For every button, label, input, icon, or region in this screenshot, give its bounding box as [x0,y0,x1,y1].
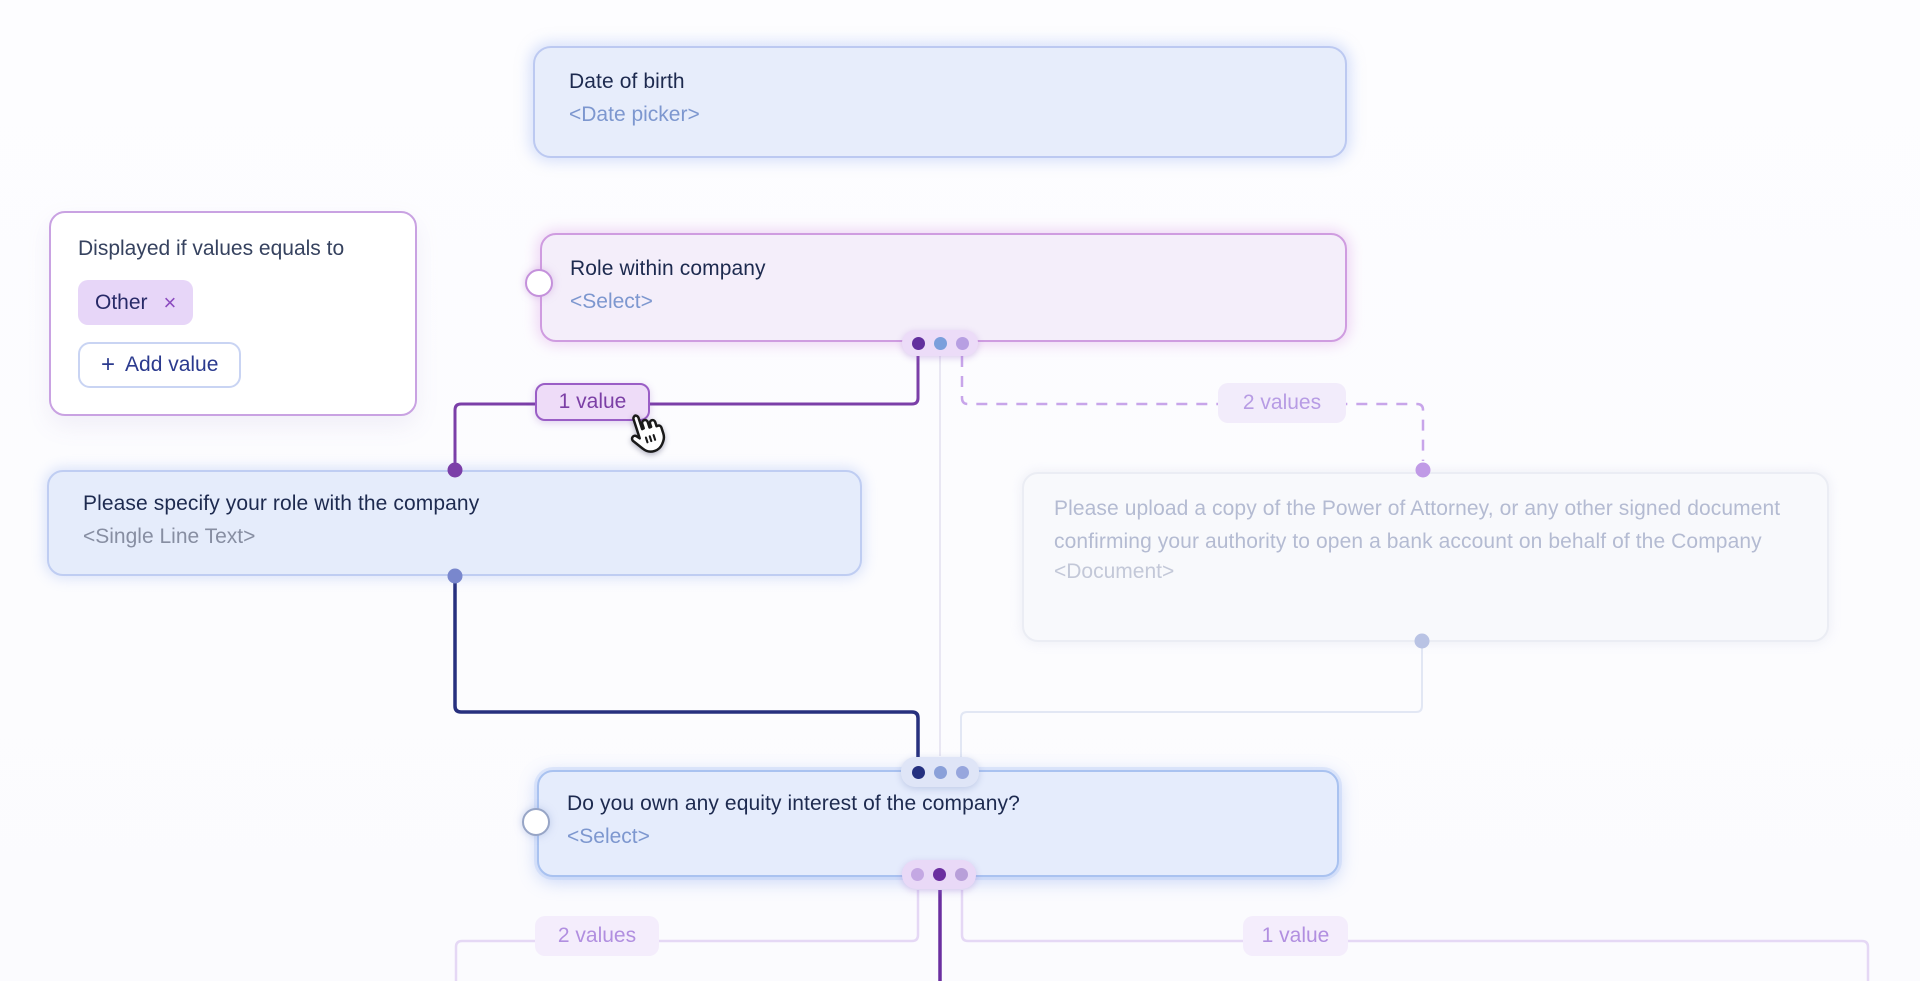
node-field-type: <Select> [570,290,653,313]
node-title: Please specify your role with the compan… [83,492,480,515]
merge-dot-navy[interactable] [911,765,925,779]
port-dot-attorney-top[interactable] [1415,462,1431,478]
edge-equity-left[interactable] [454,890,920,981]
node-title: Please upload a copy of the Power of Att… [1054,497,1781,553]
merge-dot-blue[interactable] [933,765,947,779]
condition-value-chip[interactable]: Other × [78,280,194,325]
branch-handle-role[interactable] [902,330,978,356]
edge-label-equity-right[interactable]: 1 value [1243,916,1348,956]
branch-dot-middle[interactable] [932,868,946,881]
node-field-type: <Select> [567,825,650,848]
node-equity-interest[interactable]: Do you own any equity interest of the co… [522,770,1339,877]
node-title: Role within company [570,257,766,280]
node-power-of-attorney[interactable]: Please upload a copy of the Power of Att… [1022,472,1829,642]
edge-specify-to-equity[interactable] [453,576,920,759]
condition-value-label: Other [95,290,148,314]
condition-card: Displayed if values equals to Other × + … [49,211,417,416]
edge-equity-right[interactable] [960,890,1870,981]
node-role-within-company[interactable]: Role within company <Select> [525,233,1347,342]
node-title: Do you own any equity interest of the co… [567,792,1020,815]
node-date-of-birth[interactable]: Date of birth <Date picker> [533,46,1347,158]
add-value-label: Add value [125,353,219,376]
edge-role-to-specify[interactable] [453,354,920,464]
edge-label-text: 1 value [558,390,627,413]
node-please-specify-role[interactable]: Please specify your role with the compan… [47,470,862,576]
branch-dot-right[interactable] [954,868,968,881]
node-title: Date of birth [569,70,685,93]
port-dot-specify-top[interactable] [447,462,463,478]
edge-attorney-to-equity[interactable] [960,643,1423,757]
node-field-type: <Document> [1054,560,1175,583]
port-dot-specify-bottom[interactable] [447,568,463,584]
input-port[interactable] [525,269,553,297]
edge-role-to-attorney[interactable] [960,356,1425,461]
hand-pointer-cursor-icon [622,408,668,459]
condition-title: Displayed if values equals to [78,237,345,260]
plus-icon: + [101,351,116,378]
port-dot-attorney-bottom[interactable] [1414,633,1430,649]
edge-label-role-to-specify[interactable]: 1 value [535,383,650,421]
edge-label-text: 2 values [1242,391,1322,414]
input-port[interactable] [522,808,550,836]
remove-value-icon[interactable]: × [163,289,177,315]
branch-dot-default[interactable] [933,336,947,350]
branch-dot-alt[interactable] [955,336,969,350]
add-value-button[interactable]: + Add value [78,342,242,388]
node-field-type: <Date picker> [569,103,700,126]
merge-dot-lavender[interactable] [955,765,969,779]
branch-handle-equity-bottom[interactable] [902,860,976,889]
branch-dot-active[interactable] [911,336,925,350]
edge-label-role-to-attorney[interactable]: 2 values [1218,383,1346,423]
edge-label-equity-left[interactable]: 2 values [535,916,659,956]
node-field-type: <Single Line Text> [83,525,256,548]
edge-label-text: 2 values [557,924,637,947]
merge-handle-equity-top[interactable] [901,757,979,787]
branch-dot-left[interactable] [910,868,924,881]
edge-label-text: 1 value [1261,924,1330,947]
